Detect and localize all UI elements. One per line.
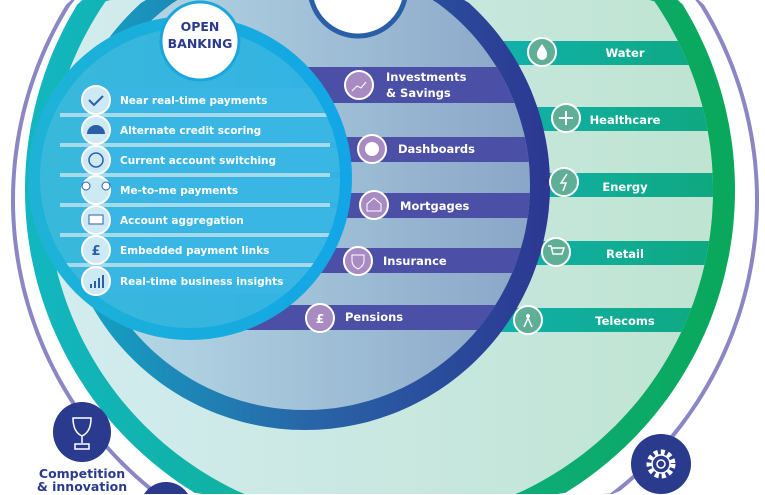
list-item: Near real-time payments (81, 85, 267, 115)
bottom-icon-partial (140, 482, 192, 494)
svg-text:£: £ (316, 312, 324, 326)
sector-label: Energy (602, 180, 648, 194)
sector-label: Telecoms (595, 314, 655, 328)
list-item-label: Current account switching (120, 155, 276, 167)
finance-label: Pensions (345, 310, 403, 324)
top-circle (312, 0, 404, 34)
house-percent-icon (359, 190, 389, 220)
sector-item: Water (527, 37, 645, 67)
finance-label: Insurance (383, 254, 447, 268)
finance-list: Investments & Savings Dashboards Mortgage… (305, 70, 475, 333)
finance-label: Dashboards (398, 142, 475, 156)
pound-link-icon (81, 235, 111, 265)
lightning-icon (549, 167, 579, 197)
shield-icon (343, 246, 373, 276)
finance-item: Dashboards (357, 134, 475, 164)
open-banking-rows (60, 88, 340, 293)
sector-item: Retail (541, 237, 644, 267)
finance-item: £ Pensions (305, 303, 403, 333)
competition-label-2: & innovation (37, 479, 127, 494)
money-bag-icon (305, 303, 335, 333)
sector-item: Healthcare (551, 103, 661, 133)
sector-label: Retail (606, 247, 644, 261)
finance-label: Investments (386, 70, 467, 84)
trophy-icon (53, 402, 111, 462)
svg-text:£: £ (91, 244, 100, 259)
list-item-label: Me-to-me payments (120, 185, 238, 197)
open-banking-badge (159, 0, 241, 82)
list-item-label: Alternate credit scoring (120, 125, 261, 137)
list-item-label: Real-time business insights (120, 276, 283, 288)
check-icon (81, 85, 111, 115)
list-item-label: Near real-time payments (120, 95, 267, 107)
competition-label-1: Competition (39, 466, 125, 481)
cart-icon (541, 237, 571, 267)
finance-item: Mortgages (359, 190, 470, 220)
list-item: Current account switching (81, 145, 276, 175)
finance-item: Investments & Savings (344, 70, 467, 100)
list-item-label: Account aggregation (120, 215, 244, 227)
gear-icon (631, 434, 691, 494)
finance-label: Mortgages (400, 199, 470, 213)
sector-item: Energy (549, 167, 648, 197)
list-item: Alternate credit scoring (81, 115, 261, 145)
sector-list: Water Healthcare Energy Retail Telecoms (513, 37, 661, 335)
antenna-icon (513, 305, 543, 335)
line-chart-icon (344, 70, 374, 100)
list-item-label: Embedded payment links (120, 245, 269, 257)
list-item: Me-to-me payments (81, 175, 238, 205)
finance-label: & Savings (386, 86, 451, 100)
top-circle-ring (307, 0, 409, 39)
list-item: £ Embedded payment links (81, 235, 269, 265)
competition-innovation: Competition & innovation (37, 402, 127, 494)
finance-item: Insurance (343, 246, 447, 276)
sector-label: Water (605, 46, 644, 60)
list-item: Account aggregation (81, 205, 244, 235)
open-banking-title-1: OPEN (181, 19, 220, 34)
open-banking-title-2: BANKING (168, 36, 233, 51)
switch-icon (81, 145, 111, 175)
sector-label: Healthcare (590, 113, 661, 127)
sector-item: Telecoms (513, 305, 655, 335)
open-banking-list: Near real-time payments Alternate credit… (81, 85, 283, 296)
list-item: Real-time business insights (81, 266, 283, 296)
